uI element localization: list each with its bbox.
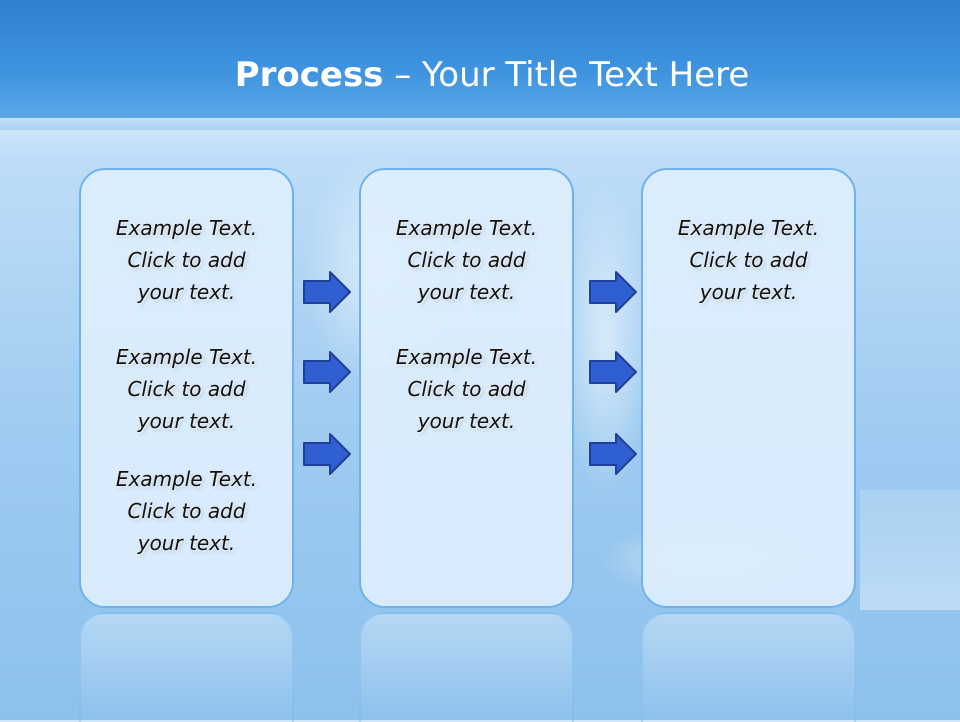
text-line: Example Text. xyxy=(115,345,258,369)
panel-reflection xyxy=(79,612,294,722)
title-bar xyxy=(0,0,960,130)
text-block[interactable]: Example Text. Click to add your text. xyxy=(361,212,572,308)
text-line: Click to add xyxy=(407,377,526,401)
text-line: your text. xyxy=(699,280,798,304)
text-line: Example Text. xyxy=(115,467,258,491)
process-panel-2[interactable]: Example Text. Click to add your text. Ex… xyxy=(359,168,574,608)
text-line: Click to add xyxy=(127,248,246,272)
right-arrow-icon[interactable] xyxy=(588,432,638,476)
text-block[interactable]: Example Text. Click to add your text. xyxy=(81,463,292,559)
text-line: Example Text. xyxy=(395,345,538,369)
right-arrow-icon[interactable] xyxy=(588,270,638,314)
text-block[interactable]: Example Text. Click to add your text. xyxy=(361,341,572,437)
text-line: your text. xyxy=(137,409,236,433)
text-line: Example Text. xyxy=(677,216,820,240)
text-line: your text. xyxy=(417,280,516,304)
right-arrow-icon[interactable] xyxy=(302,432,352,476)
process-panel-1[interactable]: Example Text. Click to add your text. Ex… xyxy=(79,168,294,608)
slide-title[interactable]: Process – Your Title Text Here xyxy=(0,52,960,98)
text-line: Click to add xyxy=(127,499,246,523)
text-line: Click to add xyxy=(407,248,526,272)
text-line: your text. xyxy=(137,531,236,555)
title-rest: – Your Title Text Here xyxy=(383,55,750,95)
panel-reflection xyxy=(641,612,856,722)
text-line: Click to add xyxy=(689,248,808,272)
right-arrow-icon[interactable] xyxy=(588,350,638,394)
text-block[interactable]: Example Text. Click to add your text. xyxy=(81,212,292,308)
text-line: your text. xyxy=(417,409,516,433)
text-block[interactable]: Example Text. Click to add your text. xyxy=(81,341,292,437)
text-line: your text. xyxy=(137,280,236,304)
text-line: Example Text. xyxy=(115,216,258,240)
text-line: Click to add xyxy=(127,377,246,401)
text-line: Example Text. xyxy=(395,216,538,240)
header-glow xyxy=(0,118,960,158)
sea-horizon xyxy=(860,490,960,610)
panel-reflection xyxy=(359,612,574,722)
text-block[interactable]: Example Text. Click to add your text. xyxy=(643,212,854,308)
process-panel-3[interactable]: Example Text. Click to add your text. xyxy=(641,168,856,608)
right-arrow-icon[interactable] xyxy=(302,350,352,394)
right-arrow-icon[interactable] xyxy=(302,270,352,314)
title-bold: Process xyxy=(234,55,384,95)
